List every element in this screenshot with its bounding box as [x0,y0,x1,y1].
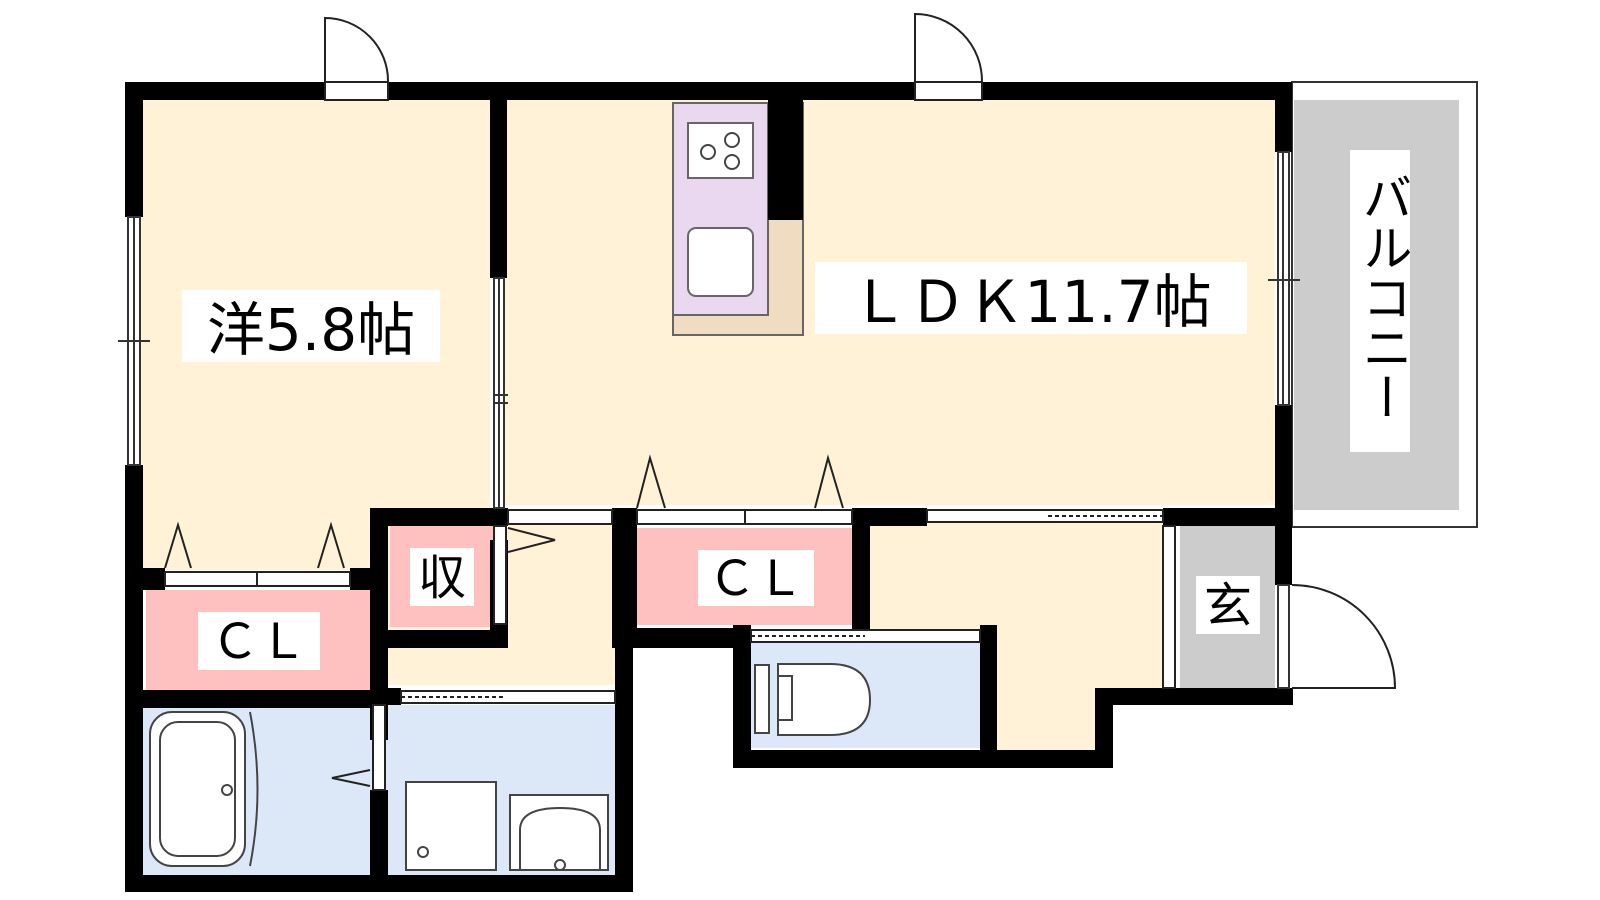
sliding-door [1162,525,1176,689]
stove [687,122,754,179]
wall [612,628,747,648]
wall [350,568,370,590]
wall [125,82,325,100]
bathtub-inner [159,721,236,857]
fixtures [149,663,872,871]
folding-door [814,454,844,509]
closet-left-label-box [198,612,320,670]
burner-icon [700,144,716,160]
closet-left-label: ＣＬ [211,614,307,670]
sliding-door [372,704,386,791]
wall [733,625,751,768]
sliding-door [507,509,613,525]
wall [143,690,388,708]
balcony-outer-outline [1291,81,1478,528]
wall [1095,688,1113,768]
wall [768,100,803,220]
entrance-label: 玄 [1204,578,1252,634]
wall [1095,688,1293,705]
ldk-label-box [815,262,1247,334]
washer-dot-icon [417,846,429,858]
burner-icon [724,132,740,148]
wall [370,508,508,526]
sliding-doors [164,509,1176,791]
storage-label-box [410,548,474,606]
window [1277,584,1290,689]
toilet-bowl [777,663,872,736]
storage-label: 収 [418,550,466,606]
wall [852,508,870,630]
balcony: バルコニー [1291,81,1478,528]
wall [143,568,165,590]
wall [982,82,1292,100]
wall [615,630,633,892]
wall [125,465,143,892]
door-swing [331,769,371,787]
wall [1163,508,1275,526]
washbasin-counter [509,794,609,871]
toilet-tank [754,664,770,734]
ldk-label: ＬＤＫ11.7帖 [850,268,1211,336]
wall [385,688,401,705]
washing-machine [405,781,497,871]
burner-icon [724,154,740,170]
wall [1275,405,1292,585]
door-swing [507,527,556,553]
room-labels: 洋5.8帖 ＬＤＫ11.7帖 [182,262,1247,364]
wall [852,508,927,526]
sink [687,227,754,297]
wall [370,790,388,875]
balcony-label-box [1350,150,1410,452]
closet-center-label: ＣＬ [708,551,804,607]
wall [370,508,388,723]
entrance: 玄 [1180,525,1275,688]
entrance-label-box [1196,576,1260,634]
sliding-door [750,629,981,643]
wall [125,82,143,217]
folding-door [636,454,666,509]
wall [388,82,915,100]
windows [118,151,1300,689]
wall [490,100,507,278]
door-swing [1291,584,1397,689]
closet-center-label-box [698,550,814,606]
washbasin-bowl [519,806,601,870]
bathtub [149,711,246,867]
balcony-label: バルコニー [1355,172,1413,422]
wall [1275,82,1292,152]
closets: ＣＬ ＣＬ 収 [146,525,852,690]
door-swing [324,16,390,83]
wall [1275,688,1292,705]
wall [980,625,997,768]
sliding-door [493,525,507,625]
sliding-door [400,690,616,704]
drain-icon [221,784,233,796]
wall [612,508,637,648]
wall [125,875,630,892]
folding-door [317,521,345,569]
wall [733,750,1113,768]
bath-wall-curve [249,711,259,867]
entry-hall-floor [870,515,1163,752]
faucet-icon [554,859,566,871]
doors [164,12,1397,787]
door-swing [914,12,984,83]
western-room-label-box [182,290,440,362]
toilet-seat-base [777,675,793,721]
western-room-label: 洋5.8帖 [207,296,415,364]
wall [370,630,508,648]
folding-door [164,521,192,569]
